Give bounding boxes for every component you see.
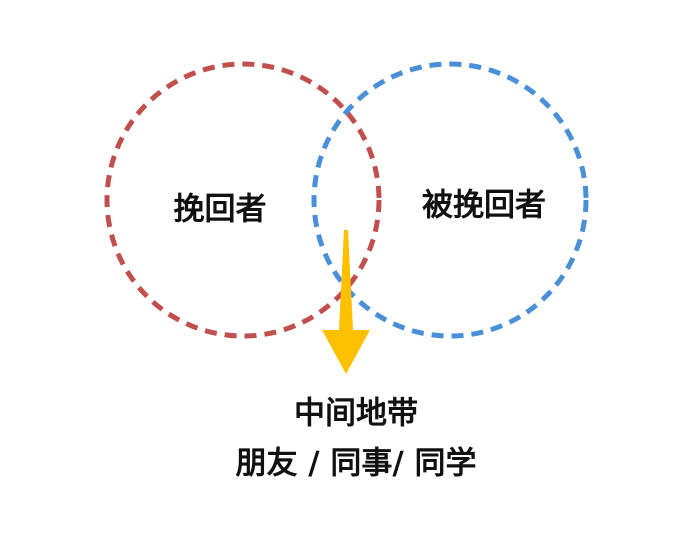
left-circle-label: 挽回者	[173, 191, 267, 228]
down-arrow-icon	[322, 230, 370, 374]
right-circle-label: 被挽回者	[422, 187, 546, 224]
left-circle	[104, 61, 382, 339]
right-circle	[311, 61, 589, 339]
middle-title: 中间地带	[294, 395, 418, 432]
middle-subtitle: 朋友 / 同事/ 同学	[235, 445, 477, 482]
